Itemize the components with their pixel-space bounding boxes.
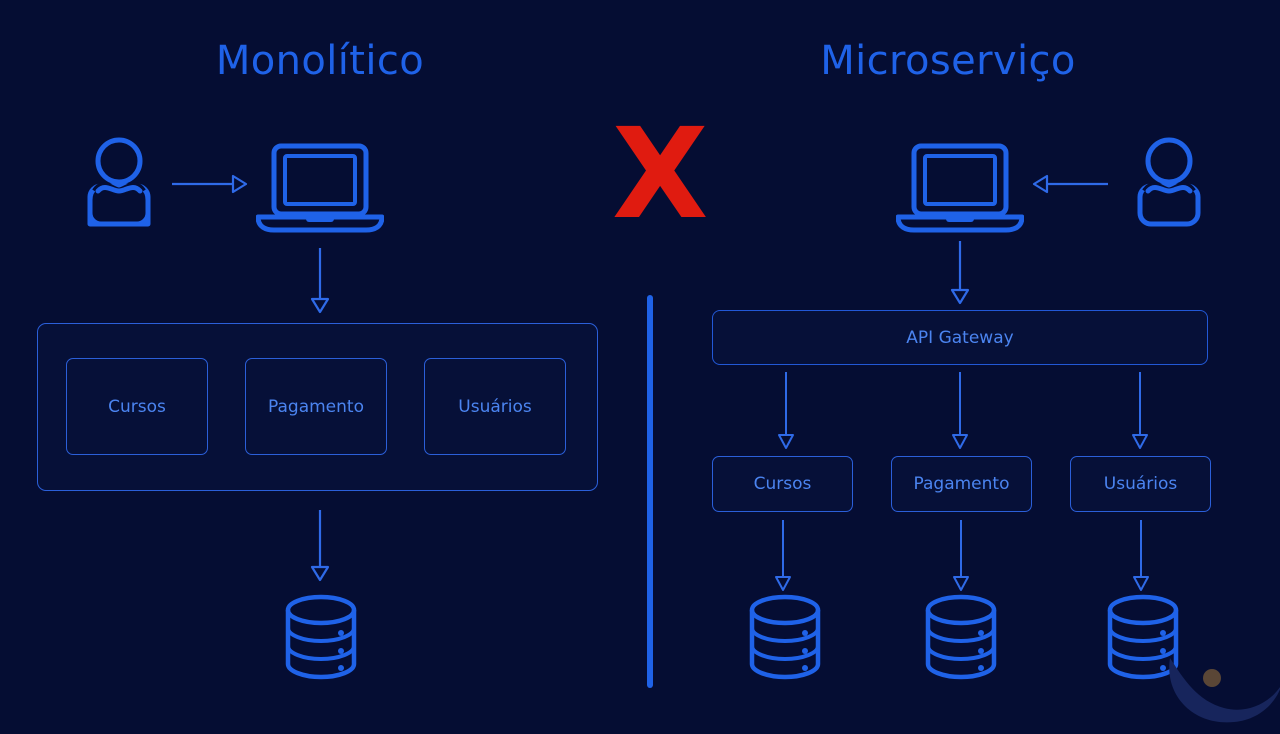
arrow-down-icon bbox=[774, 372, 798, 450]
database-icon bbox=[281, 593, 361, 681]
left-panel-title: Monolítico bbox=[215, 38, 425, 84]
arrow-down-icon bbox=[948, 241, 972, 305]
user-icon bbox=[80, 136, 158, 228]
laptop-icon bbox=[256, 142, 384, 234]
monolith-module-cursos[interactable]: Cursos bbox=[66, 358, 208, 455]
user-icon bbox=[1130, 136, 1208, 228]
service-box-pagamento[interactable]: Pagamento bbox=[891, 456, 1032, 512]
arrow-down-icon bbox=[308, 510, 332, 582]
arrow-down-icon bbox=[771, 520, 795, 592]
monolith-module-label: Cursos bbox=[108, 396, 166, 417]
service-label: Usuários bbox=[1103, 474, 1178, 494]
api-gateway-label: API Gateway bbox=[906, 327, 1014, 348]
service-label: Pagamento bbox=[913, 474, 1010, 494]
monolith-module-usuarios[interactable]: Usuários bbox=[424, 358, 566, 455]
monolith-module-label: Pagamento bbox=[268, 396, 364, 417]
arrow-left-icon bbox=[1030, 172, 1108, 196]
arrow-down-icon bbox=[1129, 520, 1153, 592]
arrow-right-icon bbox=[172, 172, 248, 196]
right-panel-title: Microserviço bbox=[820, 38, 1076, 84]
arrow-down-icon bbox=[308, 248, 332, 314]
database-icon bbox=[745, 593, 825, 681]
vertical-divider bbox=[647, 295, 653, 688]
service-box-usuarios[interactable]: Usuários bbox=[1070, 456, 1211, 512]
arrow-down-icon bbox=[948, 372, 972, 450]
laptop-icon bbox=[896, 142, 1024, 234]
crescent-logo bbox=[1158, 630, 1280, 730]
api-gateway-box[interactable]: API Gateway bbox=[712, 310, 1208, 365]
monolith-module-pagamento[interactable]: Pagamento bbox=[245, 358, 387, 455]
x-mark: X bbox=[612, 102, 709, 247]
monolith-module-label: Usuários bbox=[458, 396, 532, 417]
arrow-down-icon bbox=[949, 520, 973, 592]
database-icon bbox=[921, 593, 1001, 681]
service-label: Cursos bbox=[753, 474, 812, 494]
service-box-cursos[interactable]: Cursos bbox=[712, 456, 853, 512]
arrow-down-icon bbox=[1128, 372, 1152, 450]
